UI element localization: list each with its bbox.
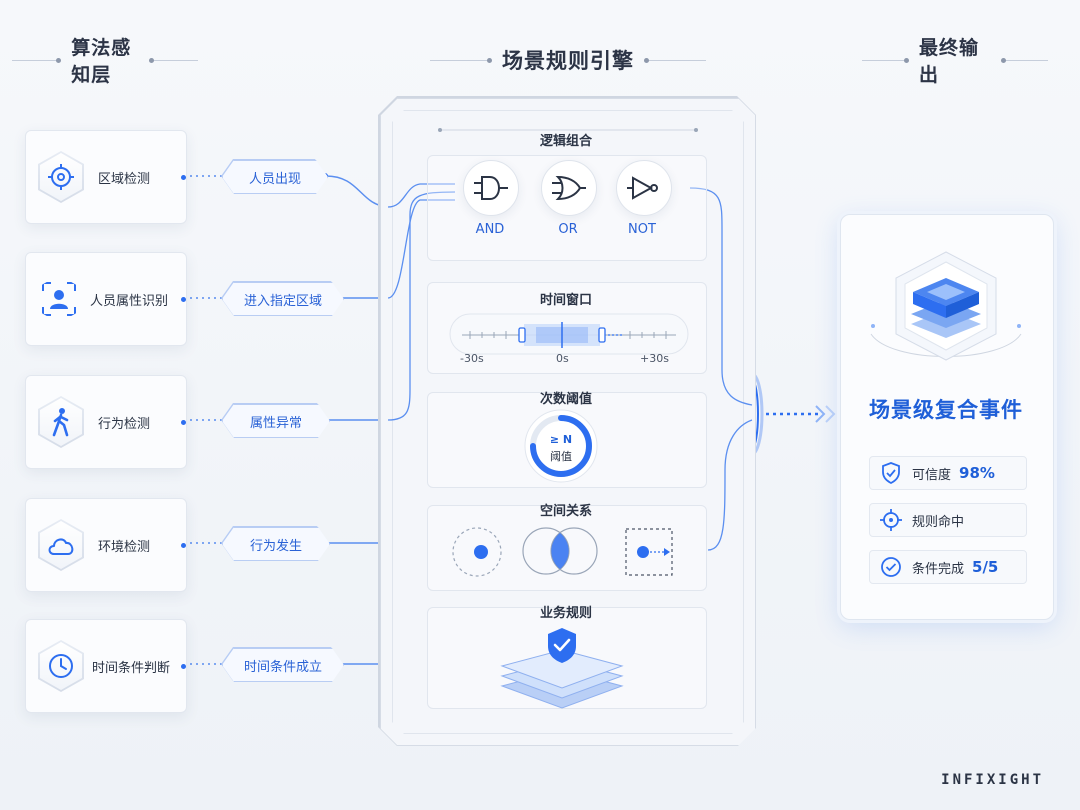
- shield-check-icon: [882, 462, 900, 484]
- threshold-title: 次数阈值: [539, 392, 592, 407]
- input-label: 人员属性识别: [90, 293, 169, 309]
- business-rule-shield-icon: [500, 628, 624, 709]
- header-final-output: 最终输出: [850, 37, 1060, 86]
- cloud-icon: [48, 538, 74, 555]
- input-card-area-detection: 区域检测: [25, 130, 187, 224]
- condition-tag-enter-area: 进入指定区域: [222, 282, 344, 316]
- time-window-title: 时间窗口: [539, 293, 592, 308]
- time-tick-0: 0s: [556, 352, 569, 365]
- time-tick-neg30: -30s: [460, 352, 484, 365]
- condition-tag-person-appears: 人员出现: [222, 160, 328, 194]
- not-gate-label: NOT: [628, 222, 656, 237]
- crosshair-icon: [880, 509, 902, 531]
- input-label: 行为检测: [98, 416, 151, 432]
- and-gate-label: AND: [475, 222, 505, 237]
- input-label: 时间条件判断: [92, 660, 171, 676]
- input-card-environment-detection: 环境检测: [25, 498, 187, 592]
- header-rule-engine: 场景规则引擎: [380, 44, 756, 76]
- brand-logo: INFIXIGHT: [941, 772, 1044, 788]
- header-algorithm-layer: 算法感知层: [0, 37, 210, 86]
- business-title: 业务规则: [539, 606, 592, 621]
- condition-tag-time-met: 时间条件成立: [222, 648, 344, 682]
- rule-hit-label: 规则命中: [912, 514, 965, 530]
- and-gate: [463, 160, 519, 216]
- and-gate-icon: [474, 176, 508, 200]
- input-label: 环境检测: [98, 539, 151, 555]
- target-icon: [48, 164, 74, 190]
- conditions-label: 条件完成: [912, 561, 965, 577]
- check-circle-icon: [881, 557, 901, 577]
- spatial-title: 空间关系: [539, 504, 592, 519]
- or-gate-icon: [552, 175, 586, 201]
- confidence-value: 98%: [959, 464, 995, 482]
- output-title: 场景级复合事件: [869, 398, 1023, 422]
- threshold-label: 阈值: [550, 450, 572, 463]
- input-card-time-condition: 时间条件判断: [25, 619, 187, 713]
- not-gate-icon: [627, 176, 658, 200]
- not-gate: [616, 160, 672, 216]
- input-label: 区域检测: [98, 171, 151, 187]
- or-gate-label: OR: [558, 222, 578, 237]
- output-row-confidence: 可信度 98%: [869, 456, 1027, 490]
- time-tick-pos30: +30s: [640, 352, 669, 365]
- confidence-label: 可信度: [912, 467, 952, 483]
- condition-tag-behavior-occurs: 行为发生: [222, 527, 330, 561]
- logic-title: 逻辑组合: [539, 134, 592, 149]
- walking-person-icon: [52, 408, 69, 437]
- condition-tag-attribute-abnormal: 属性异常: [222, 404, 330, 438]
- threshold-symbol: ≥ N: [549, 433, 573, 446]
- output-row-rule-hit: 规则命中: [869, 503, 1027, 537]
- input-card-behavior-detection: 行为检测: [25, 375, 187, 469]
- conditions-value: 5/5: [972, 558, 999, 576]
- output-row-conditions: 条件完成 5/5: [869, 550, 1027, 584]
- or-gate: [541, 160, 597, 216]
- threshold-gauge: [524, 409, 598, 483]
- input-card-person-attribute: 人员属性识别: [25, 252, 187, 346]
- layered-cube-icon: [870, 251, 1022, 361]
- clock-icon: [49, 654, 73, 678]
